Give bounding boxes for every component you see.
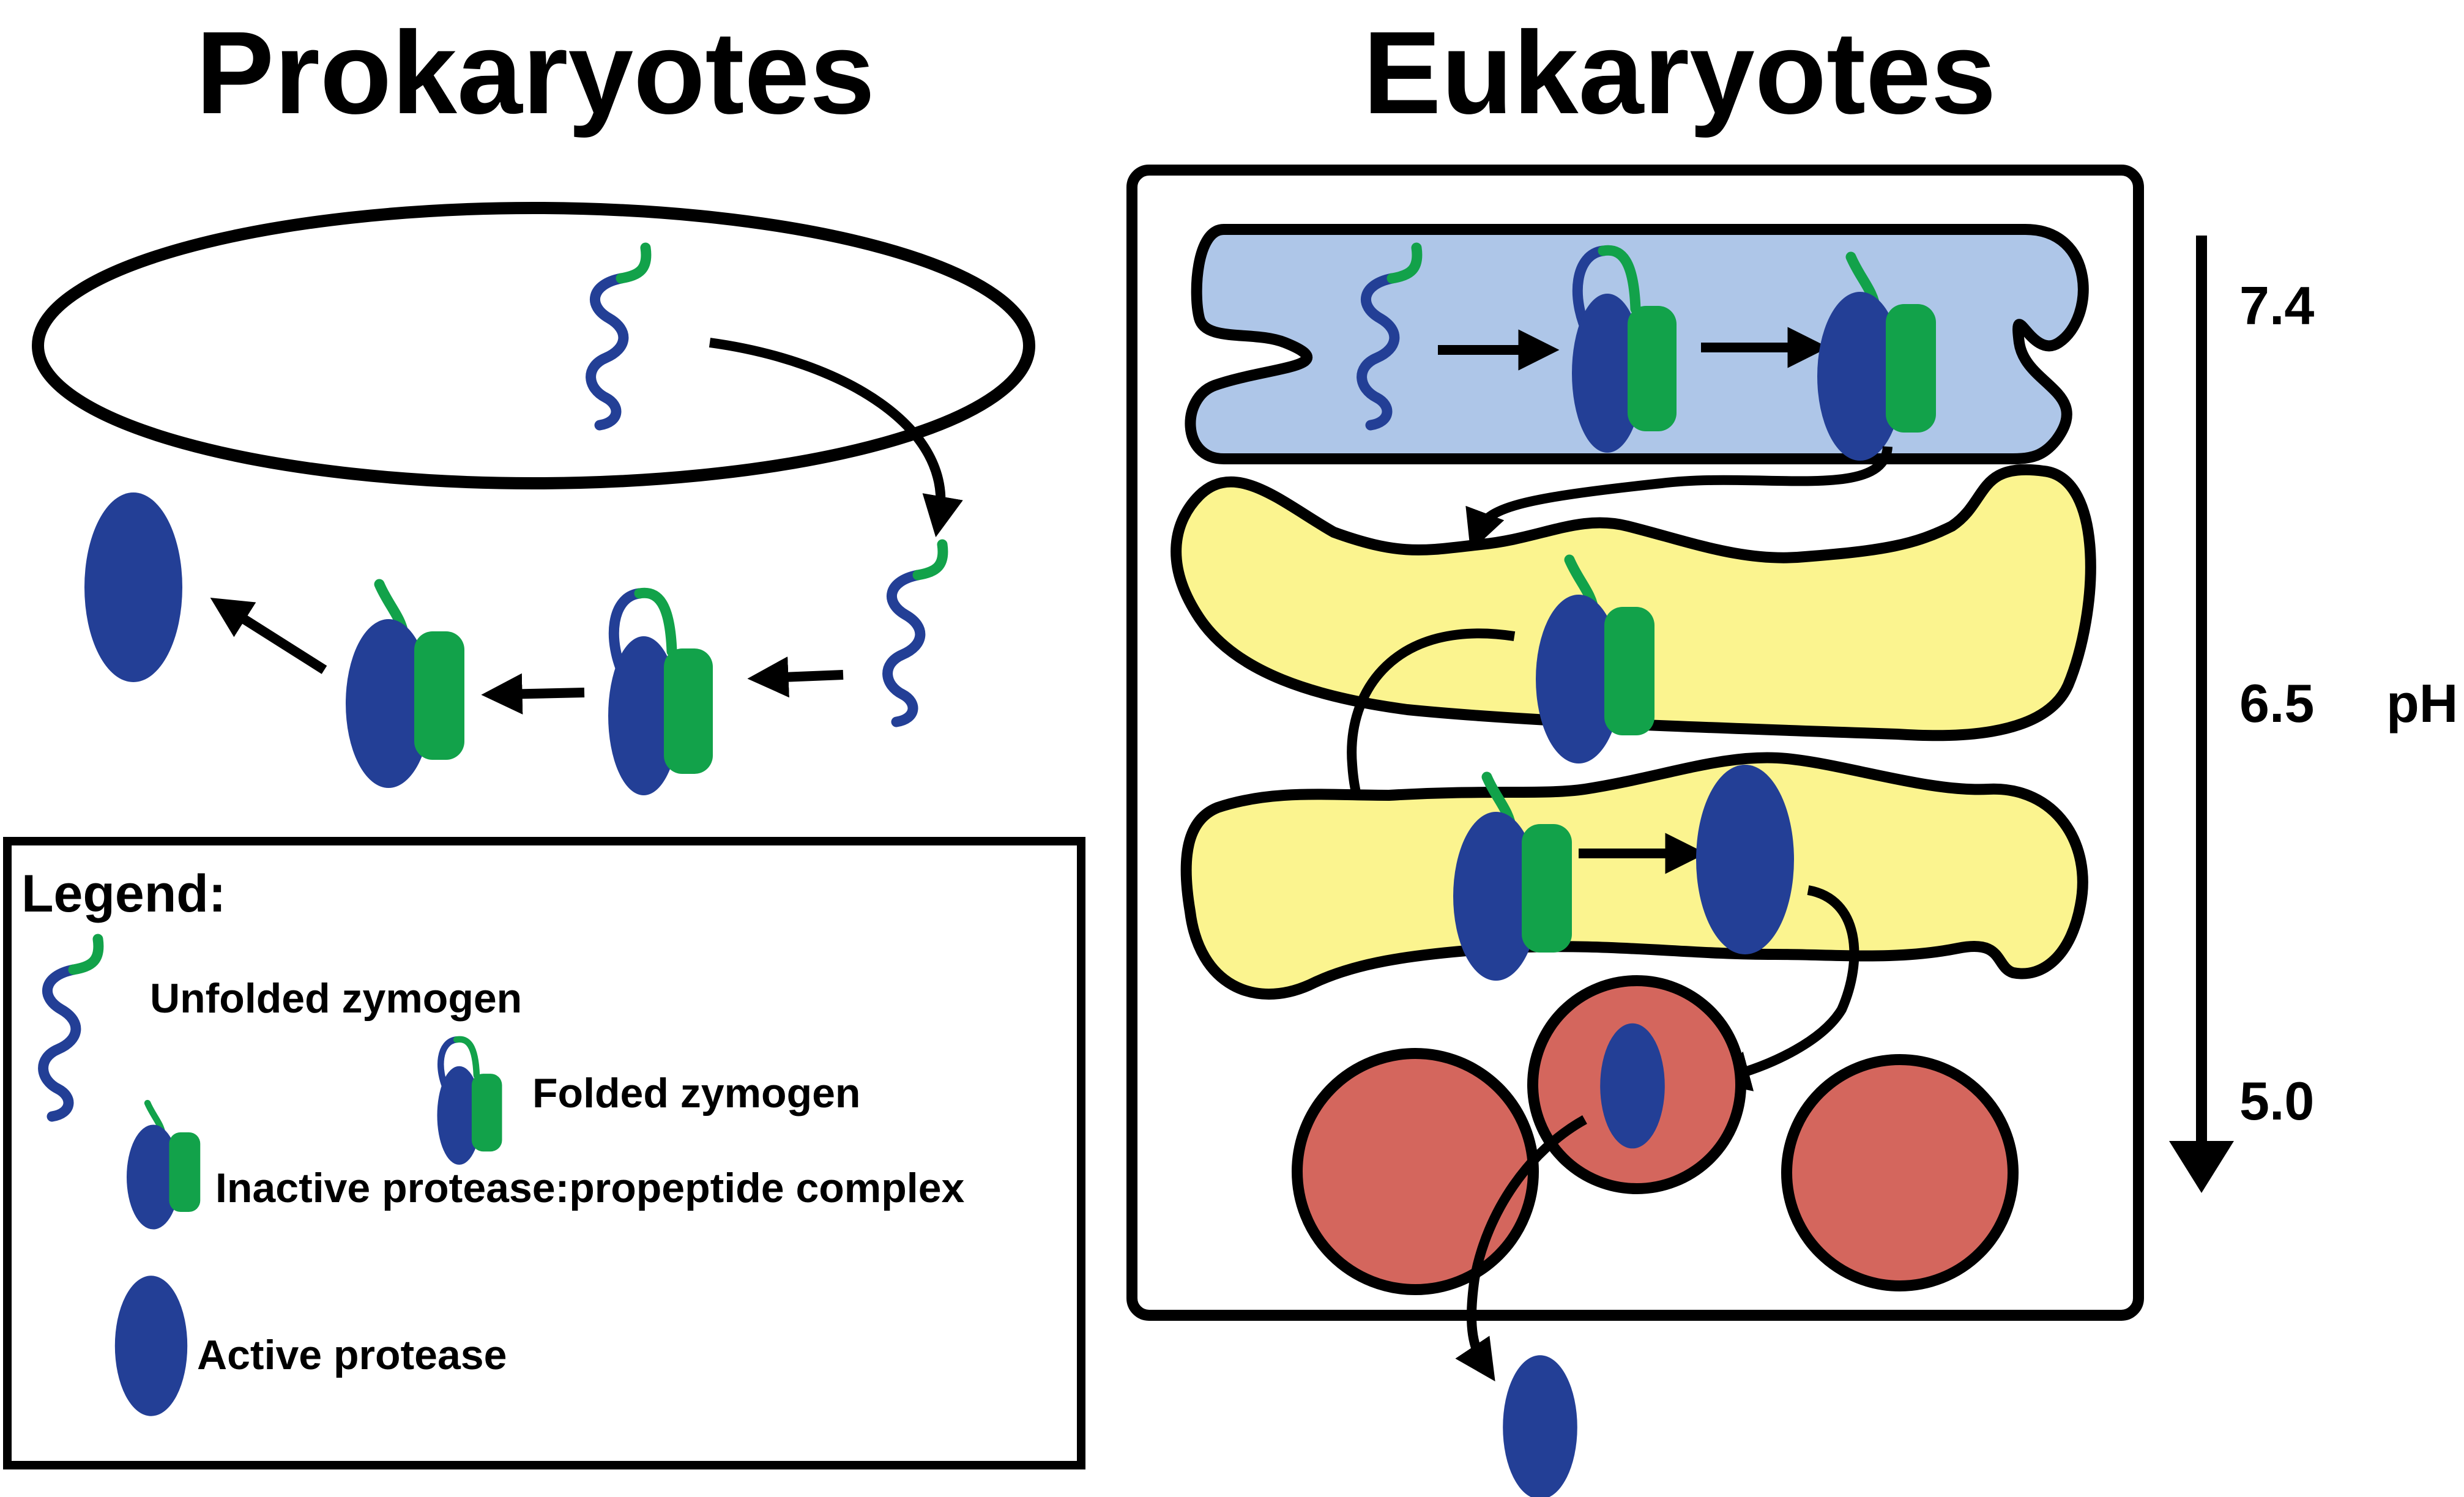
legend-label-active: Active protease <box>197 1332 507 1378</box>
inactive-complex-icon <box>127 1103 200 1229</box>
golgi-to-lysosome-arrow <box>1708 885 1859 1091</box>
lysosome <box>1292 1048 1539 1295</box>
legend: Legend: Unfolded zymogen Folded zymogen … <box>3 837 1085 1469</box>
unfolded-zymogen-icon <box>888 544 943 722</box>
prokaryotes-title: Prokaryotes <box>196 7 875 138</box>
active-protease-icon <box>114 1276 188 1416</box>
eukaryote-panel <box>1126 165 2144 1497</box>
folding-arrow <box>747 656 844 698</box>
er-to-golgi-arrow <box>1465 445 1893 552</box>
active-protease-icon <box>84 492 182 682</box>
unfolded-zymogen-icon <box>43 939 99 1116</box>
golgi-cis-cisterna <box>1171 464 2096 741</box>
folded-zymogen-icon <box>437 1039 502 1165</box>
active-protease-icon <box>1600 1023 1665 1149</box>
legend-title: Legend: <box>21 864 226 923</box>
inactive-complex-icon <box>346 584 464 788</box>
ph-arrowhead <box>2169 1141 2234 1193</box>
legend-label-folded: Folded zymogen <box>532 1070 860 1116</box>
autoprocessing-arrow <box>481 673 585 715</box>
active-protease-icon <box>1696 765 1794 954</box>
active-protease-icon <box>1503 1355 1577 1497</box>
folded-zymogen-icon <box>608 593 713 795</box>
secretion-arrow <box>709 338 963 538</box>
activation-arrow <box>210 598 327 674</box>
ph-value-bottom: 5.0 <box>2239 1071 2314 1131</box>
lysosome <box>1781 1054 2019 1291</box>
eukaryotic-cell <box>1126 165 2144 1321</box>
eukaryotes-title: Eukaryotes <box>1363 7 1996 138</box>
golgi-trans-cisterna <box>1180 752 2088 1000</box>
legend-label-unfolded: Unfolded zymogen <box>150 975 522 1022</box>
secretion-arrow <box>1455 1115 1587 1381</box>
prokaryotic-cell <box>32 202 1035 489</box>
ph-scale: 7.4 6.5 5.0 pH <box>2169 236 2458 1193</box>
ph-value-top: 7.4 <box>2239 275 2314 336</box>
ph-value-middle: 6.5 <box>2239 673 2314 734</box>
legend-box <box>3 837 1085 1469</box>
unfolded-zymogen-icon <box>591 248 646 425</box>
legend-label-inactive: Inactive protease:propeptide complex <box>215 1165 965 1211</box>
ph-label: pH <box>2386 673 2458 734</box>
prokaryote-panel <box>32 202 1035 795</box>
